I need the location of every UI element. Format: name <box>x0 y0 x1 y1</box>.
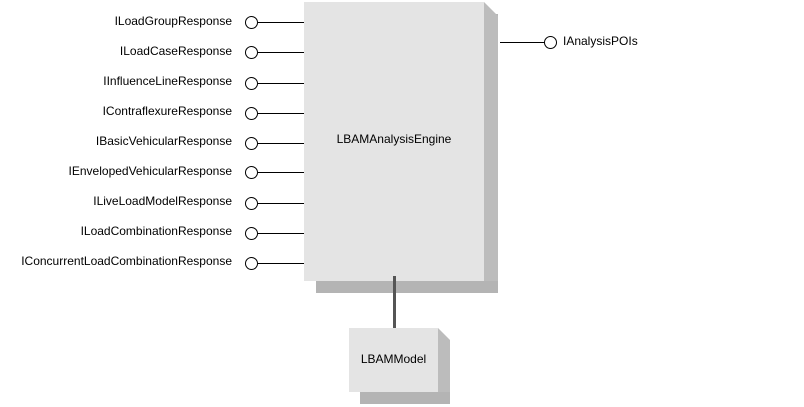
model-component-box[interactable]: LBAMModel <box>349 328 438 392</box>
interface-lollipop-icon <box>245 107 258 120</box>
interface-line <box>258 263 304 264</box>
model-component-title: LBAMModel <box>360 352 427 366</box>
engine-component-box[interactable]: LBAMAnalysisEngine <box>304 2 484 281</box>
interface-label: IAnalysisPOIs <box>563 34 638 48</box>
model-box-side <box>438 328 450 392</box>
interface-line <box>258 233 304 234</box>
interface-lollipop-icon <box>245 166 258 179</box>
interface-line <box>500 42 545 43</box>
interface-line <box>258 52 304 53</box>
interface-label: ILoadCaseResponse <box>119 44 232 58</box>
interface-label: ILiveLoadModelResponse <box>93 194 232 208</box>
engine-model-connector <box>393 276 396 332</box>
interface-label: IConcurrentLoadCombinationResponse <box>21 254 232 268</box>
interface-label: IEnvelopedVehicularResponse <box>68 164 232 178</box>
interface-lollipop-icon <box>245 137 258 150</box>
interface-lollipop-icon <box>245 46 258 59</box>
interface-lollipop-icon <box>245 257 258 270</box>
interface-label: ILoadCombinationResponse <box>80 224 232 238</box>
interface-line <box>258 172 304 173</box>
interface-line <box>258 203 304 204</box>
interface-line <box>258 83 304 84</box>
interface-lollipop-icon <box>544 36 557 49</box>
interface-label: IBasicVehicularResponse <box>95 134 232 148</box>
interface-line <box>258 143 304 144</box>
engine-component-title: LBAMAnalysisEngine <box>336 132 452 146</box>
interface-label: ILoadGroupResponse <box>114 14 232 28</box>
interface-lollipop-icon <box>245 197 258 210</box>
interface-lollipop-icon <box>245 16 258 29</box>
interface-line <box>258 22 304 23</box>
engine-box-side <box>484 2 498 281</box>
interface-label: IContraflexureResponse <box>102 104 232 118</box>
interface-lollipop-icon <box>245 77 258 90</box>
interface-lollipop-icon <box>245 227 258 240</box>
interface-line <box>258 113 304 114</box>
interface-label: IInfluenceLineResponse <box>103 74 232 88</box>
